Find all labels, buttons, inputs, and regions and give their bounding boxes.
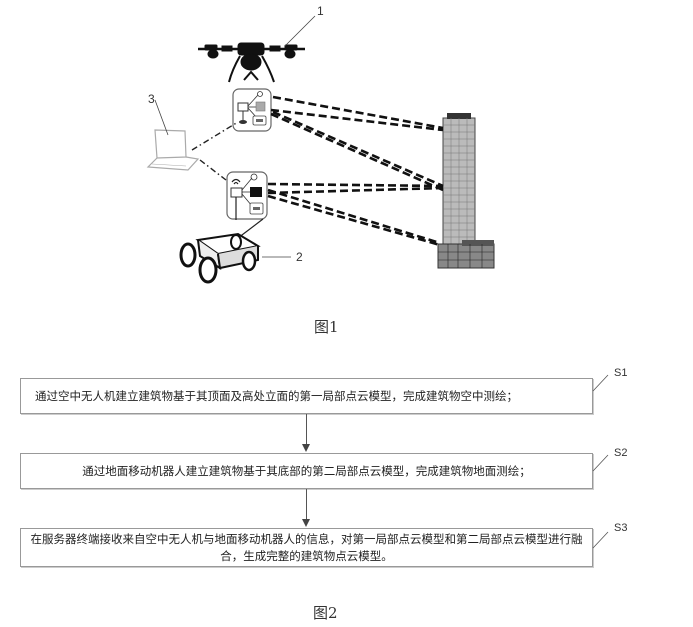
flow-connector-s2-s3 xyxy=(306,489,307,521)
laptop-icon xyxy=(146,129,200,171)
step-box-s3: 在服务器终端接收来自空中无人机与地面移动机器人的信息，对第一局部点云模型和第二局… xyxy=(20,528,593,567)
step-text-s3: 在服务器终端接收来自空中无人机与地面移动机器人的信息，对第一局部点云模型和第二局… xyxy=(30,531,583,563)
lidar-icon xyxy=(255,101,266,112)
laser-scan-lines xyxy=(267,95,444,247)
leader-line-3 xyxy=(154,99,169,136)
step-tag-s2: S2 xyxy=(614,447,628,459)
step-box-s1: 通过空中无人机建立建筑物基于其顶面及高处立面的第一局部点云模型，完成建筑物空中测… xyxy=(20,378,593,414)
step-tag-s1: S1 xyxy=(614,367,628,379)
satellite-icon xyxy=(250,173,258,181)
step-tag-leader-s3 xyxy=(592,531,609,549)
wifi-icon xyxy=(231,178,241,183)
reference-label-drone: 1 xyxy=(317,4,324,18)
step-box-s2: 通过地面移动机器人建立建筑物基于其底部的第二局部点云模型，完成建筑物地面测绘； xyxy=(20,453,593,489)
flow-arrow-s1-s2 xyxy=(302,444,310,452)
monitor-icon xyxy=(230,187,243,198)
robot-sensor-module xyxy=(226,171,268,220)
drone-icon xyxy=(198,42,305,83)
wifi-icon xyxy=(239,120,247,124)
leader-line-1 xyxy=(284,15,316,47)
reference-label-laptop: 3 xyxy=(148,92,155,106)
figure-2-caption: 图2 xyxy=(313,604,338,622)
satellite-icon xyxy=(257,91,263,97)
figure-1-illustration xyxy=(146,15,495,284)
step-text-s1: 通过空中无人机建立建筑物基于其顶面及高处立面的第一局部点云模型，完成建筑物空中测… xyxy=(35,388,518,403)
skyscraper-icon xyxy=(437,113,495,269)
drone-sensor-module xyxy=(232,88,272,132)
ground-robot-icon xyxy=(179,232,261,284)
step-tag-leader-s2 xyxy=(592,454,609,472)
wireless-link-lines xyxy=(191,121,239,181)
step-tag-leader-s1 xyxy=(592,374,609,392)
reference-label-robot: 2 xyxy=(296,250,303,264)
lidar-icon xyxy=(250,187,262,197)
monitor-icon xyxy=(237,102,249,112)
step-text-s2: 通过地面移动机器人建立建筑物基于其底部的第二局部点云模型，完成建筑物地面测绘； xyxy=(82,463,531,478)
flow-arrow-s2-s3 xyxy=(302,519,310,527)
figure-1-caption: 图1 xyxy=(314,318,339,336)
flow-connector-s1-s2 xyxy=(306,414,307,446)
step-tag-s3: S3 xyxy=(614,522,628,534)
